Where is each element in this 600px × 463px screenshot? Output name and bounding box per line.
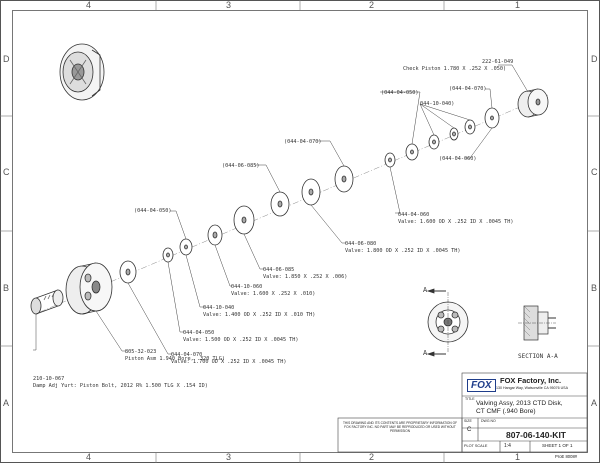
zone-col-4-top: 4 [86,0,92,10]
callout-044-06-085-pn: 044-06-085 [263,267,295,273]
callout-044-04-070-pn: 044-04-070 [171,352,203,358]
callout-044-10-060-pn: 044-10-060 [231,284,263,290]
callout-044-04-050-desc: Valve: 1.500 OD X .252 ID X .0045 TH) [183,337,299,343]
proe-label: ProE 8008# [555,454,578,459]
callout-044-04-070-desc: Valve: 1.700 OD X .252 ID X .0045 TH) [171,359,287,365]
plot-scale-value: 1:4 [504,443,511,449]
zone-col-4-bottom: 4 [86,452,92,462]
callout-044-06-085-desc: Valve: 1.850 X .252 X .006) [263,274,348,280]
zone-row-b-right: B [591,283,598,293]
callout-piston-asm-pn: 805-32-023 [125,349,157,355]
callout-044-04-050-top: (044-04-050) [381,90,419,96]
piston-assembly [65,262,113,315]
fox-logo: FOX [467,379,496,392]
callout-044-10-040-pn: 044-10-040 [203,305,235,311]
section-marker-a-bottom: A [423,349,428,357]
callout-044-10-040-top: 044-10-040) [420,101,455,107]
callout-044-04-070-top: (044-04-070) [449,86,487,92]
exploded-parts [30,88,549,315]
inner-border [12,10,588,453]
callout-044-04-060-top: (044-04-060) [439,156,477,162]
callout-044-06-080-pn: 044-06-080 [345,241,377,247]
shim-stack [119,107,500,284]
section-a-a-view [518,305,556,341]
callout-piston-asm-desc: Piston Asm 1.940 Bore, .320 TLG) [125,356,225,362]
callout-044-04-070-mid: (044-04-070) [284,139,322,145]
zone-col-2-top: 2 [369,0,375,10]
title-block-frame [337,372,588,453]
title-caption: TITLE [465,397,475,401]
callout-check-piston-pn: 222-61-049 [482,59,514,65]
callout-piston-bolt-pn: 210-10-067 [33,376,65,382]
callout-check-piston-desc: Check Piston 1.780 X .252 X .050) [403,66,507,72]
zone-row-a-left: A [3,398,10,408]
callout-044-04-050-left: (044-04-050) [134,208,172,214]
callout-044-04-050-pn: 044-04-050 [183,330,215,336]
zone-col-3-bottom: 3 [226,452,232,462]
assembly-iso-view [59,43,105,101]
zone-col-2-bottom: 2 [369,452,375,462]
zone-row-d-left: D [3,54,10,64]
company-name: FOX Factory, Inc. [500,376,562,385]
section-marker-a-top: A [423,286,428,294]
callout-044-06-080-desc: Valve: 1.800 OD X .252 ID X .0045 TH) [345,248,461,254]
zone-row-c-right: C [591,167,598,177]
size-value: C [467,427,472,433]
zone-row-d-right: D [591,54,598,64]
zone-row-c-left: C [3,167,10,177]
callout-044-10-040-desc: Valve: 1.400 OD X .252 ID X .010 TH) [203,312,316,318]
company-address: 130 Hangar Way, Watsonville CA 95076 USA [496,386,568,390]
callout-044-04-060-desc: Valve: 1.600 OD X .252 ID X .0045 TH) [398,219,514,225]
check-piston [517,88,549,118]
callout-044-06-085-top: (044-06-085) [222,163,260,169]
zone-col-1-bottom: 1 [515,452,521,462]
callout-044-04-060-pn: 044-04-060 [398,212,430,218]
sheet-number: SHEET 1 OF 1 [542,443,573,448]
plot-scale-label: PLOT SCALE [464,444,488,448]
drawing-title-line2: CT CMF (.940 Bore) [476,408,536,415]
zone-row-a-right: A [591,398,598,408]
zone-row-b-left: B [3,283,10,293]
zone-col-3-top: 3 [226,0,232,10]
size-caption: SIZE [464,419,472,423]
drawing-number: 807-06-140-KIT [506,430,567,440]
callout-piston-bolt-desc: Damp Adj Yurt: Piston Bolt, 2012 R% 1.50… [33,383,208,389]
front-view [426,288,469,357]
leader-lines [33,64,529,355]
section-a-a-label: SECTION A-A [518,353,558,360]
callout-044-10-060-desc: Valve: 1.600 X .252 X .010) [231,291,316,297]
zone-col-1-top: 1 [515,0,521,10]
dwg-caption: DWG NO [481,419,496,423]
proprietary-note: THIS DRAWING AND ITS CONTENTS ARE PROPRI… [342,421,458,433]
drawing-title-line1: Valving Assy, 2013 CTD Disk, [476,400,563,407]
